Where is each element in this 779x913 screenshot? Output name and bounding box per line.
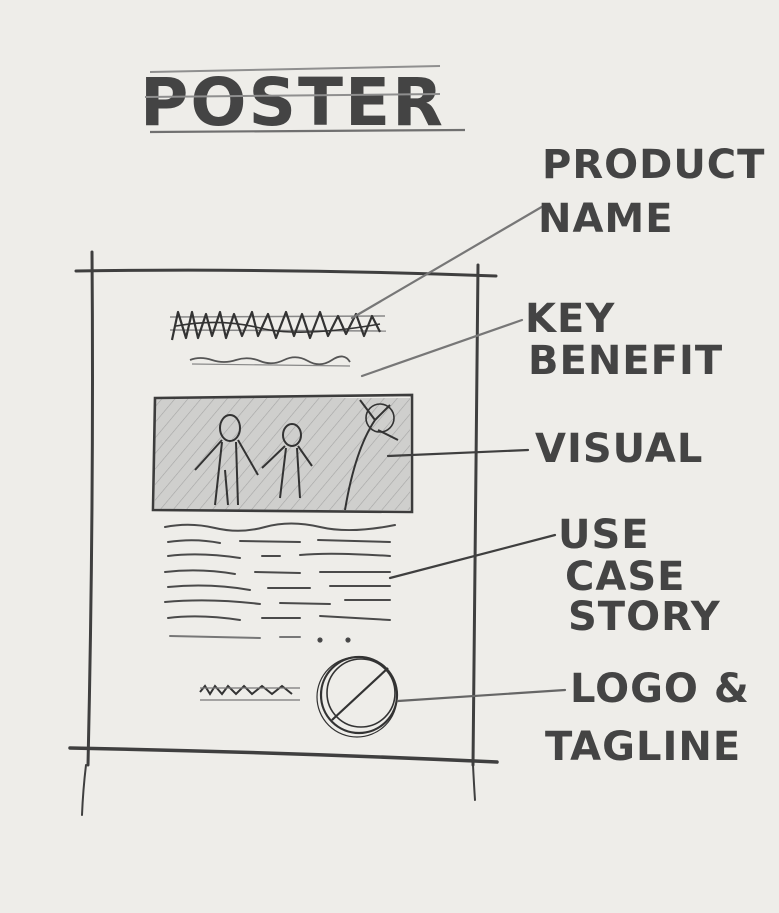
key-benefit-scribble: [189, 355, 351, 367]
label-use-case-story-line-2: CASE: [565, 554, 685, 600]
leader-lines: [350, 203, 567, 703]
frame-bottom-edge: [68, 746, 499, 764]
frame-left-edge: [86, 250, 94, 767]
label-key-benefit-line-2: BENEFIT: [528, 338, 723, 384]
leader-use-case-story: [388, 533, 557, 580]
visual-box-hatch: [155, 398, 410, 510]
label-use-case-story-line-3: STORY: [568, 594, 721, 640]
figure-child: [261, 423, 313, 499]
leader-logo-tagline: [396, 688, 567, 703]
product-name-scribble: [169, 310, 387, 341]
poster-frame: [68, 250, 499, 816]
label-product-name: PRODUCT NAME: [538, 142, 765, 242]
frame-right-edge-tail: [472, 764, 476, 801]
label-key-benefit-line-1: KEY: [525, 296, 615, 342]
label-use-case-story: USE CASE STORY: [558, 512, 721, 640]
visual-box: [151, 393, 414, 514]
tagline-scribble: [199, 684, 300, 701]
title-underline: [149, 128, 466, 134]
logo-circle: [316, 655, 399, 738]
label-logo-tagline: LOGO & TAGLINE: [545, 666, 750, 770]
label-product-name-line-1: PRODUCT: [542, 142, 765, 188]
leader-product-name: [350, 203, 547, 320]
label-logo-tagline-line-1: LOGO &: [570, 666, 750, 712]
title-guide-mid: [144, 93, 441, 98]
frame-left-edge-tail: [81, 764, 87, 816]
visual-box-border: [151, 393, 414, 514]
figure-tree: [344, 399, 399, 511]
label-product-name-line-2: NAME: [538, 196, 674, 242]
leader-visual: [386, 448, 530, 458]
title-guide-top: [149, 65, 441, 73]
frame-top-edge: [74, 268, 498, 278]
label-visual: VISUAL: [535, 426, 703, 472]
label-use-case-story-line-1: USE: [558, 512, 650, 558]
title-group: POSTER: [140, 64, 466, 141]
label-visual-line-1: VISUAL: [535, 426, 703, 472]
story-lines: [164, 522, 396, 643]
label-logo-tagline-line-2: TAGLINE: [545, 724, 741, 770]
figure-adult: [194, 414, 259, 506]
leader-key-benefit: [360, 318, 524, 378]
page-title: POSTER: [140, 64, 445, 141]
label-key-benefit: KEY BENEFIT: [525, 296, 723, 384]
